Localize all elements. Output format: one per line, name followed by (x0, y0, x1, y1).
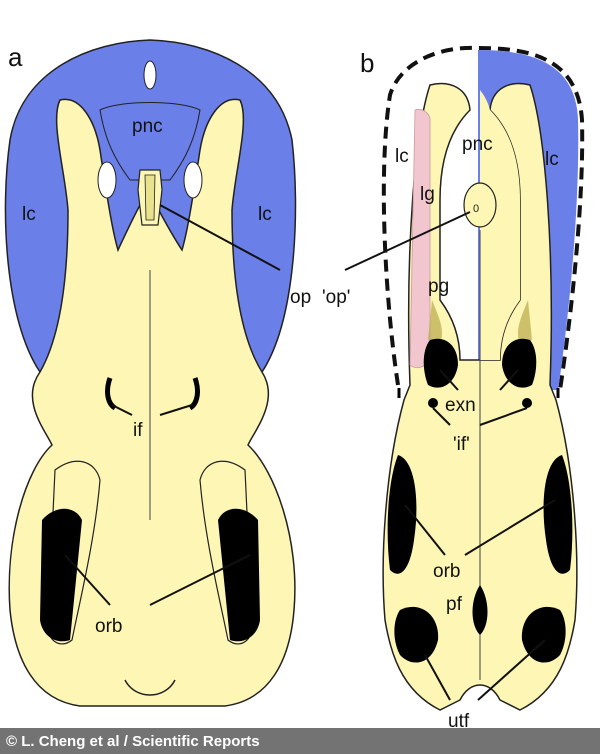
panel-b-if-right (522, 398, 532, 408)
panel-a-orb-left (40, 508, 82, 642)
panel-a-pnc-notch (99, 102, 201, 181)
leader-a-if-right (159, 404, 193, 416)
panel-a-if-right (188, 377, 200, 411)
leader-a-orb-right (149, 554, 251, 606)
panel-b-exn-right (502, 338, 537, 388)
leader-a-if-left (111, 404, 133, 416)
panel-b-exn-left (423, 338, 458, 388)
panel-a-skull (4, 39, 297, 707)
panel-b-op-oval (463, 182, 497, 228)
leader-b-orb-left (404, 504, 446, 556)
leader-b-utf-left (424, 654, 451, 701)
leader-a-orb-left (64, 554, 111, 606)
label-a-lc-left: lc (22, 204, 36, 225)
leader-b-op (344, 211, 471, 271)
panel-a-left-oval (97, 161, 117, 199)
credit-bar (0, 728, 600, 754)
leader-b-orb-right (464, 499, 556, 556)
panel-b-orb-right (543, 455, 573, 574)
label-b-pg: pg (428, 276, 449, 297)
panel-b-letter: b (360, 48, 374, 78)
panel-b-if-left (428, 398, 438, 408)
label-a-op: op (290, 287, 311, 308)
label-a-lc-right: lc (258, 204, 272, 225)
label-b-lg: lg (420, 184, 435, 205)
panel-a-letter: a (8, 42, 23, 72)
label-a-pnc: pnc (132, 116, 163, 137)
leader-b-if-right (479, 407, 528, 426)
panel-a-top-oval (143, 60, 157, 90)
label-b-utf: utf (448, 711, 470, 732)
image-credit: © L. Cheng et al / Scientific Reports (6, 733, 260, 750)
label-b-if: 'if' (453, 434, 470, 455)
label-b-orb: orb (433, 561, 460, 582)
panel-b-utf-right (521, 606, 566, 663)
label-b-pf: pf (446, 594, 463, 615)
label-a-if: if (133, 420, 143, 441)
panel-b-skull: 0 (381, 45, 585, 711)
panel-b-dashed-outline (381, 45, 585, 391)
panel-a-orb-right (218, 508, 260, 642)
panel-a-right-oval (183, 161, 203, 199)
label-b-exn: exn (445, 395, 476, 416)
label-b-pnc: pnc (462, 134, 493, 155)
leader-b-utf-right (477, 639, 546, 701)
leader-b-if-left (432, 407, 451, 426)
panel-b-utf-left (394, 606, 439, 663)
label-b-lc-left: lc (395, 146, 409, 167)
panel-b-pf (472, 585, 488, 635)
label-b-lc-right: lc (545, 149, 559, 170)
label-a-orb: orb (95, 616, 122, 637)
svg-text:0: 0 (473, 203, 479, 215)
leader-b-exn-left (439, 369, 459, 391)
leader-b-exn-right (499, 369, 519, 391)
leader-a-op (159, 204, 281, 271)
label-b-op: 'op' (322, 287, 350, 308)
panel-b-orb-left (387, 455, 417, 574)
